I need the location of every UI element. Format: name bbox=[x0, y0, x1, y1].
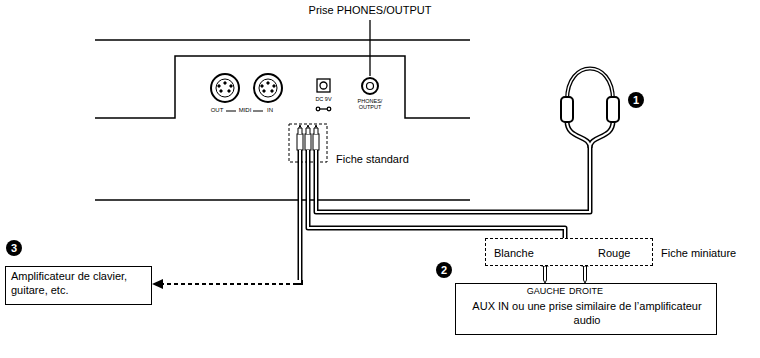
port-label: MIDI bbox=[239, 107, 252, 114]
callout-number: 2 bbox=[436, 262, 452, 278]
midi-in-socket bbox=[261, 85, 263, 87]
headphones bbox=[567, 69, 613, 101]
leader-line bbox=[369, 20, 370, 76]
midi-in-socket bbox=[254, 74, 282, 102]
callout-number: 3 bbox=[6, 240, 22, 256]
port-label: OUT bbox=[211, 107, 224, 114]
node-text: Blanche bbox=[494, 247, 534, 260]
mini-plug bbox=[544, 266, 547, 280]
mini-plug bbox=[584, 266, 587, 280]
midi-out-socket bbox=[211, 74, 239, 102]
midi-out-socket bbox=[228, 90, 230, 92]
leader-line bbox=[369, 20, 370, 76]
standard-plug bbox=[299, 125, 301, 128]
headphones bbox=[561, 69, 619, 123]
standard-plug bbox=[305, 134, 311, 150]
callout-number: 1 bbox=[628, 92, 644, 108]
standard-plug bbox=[307, 125, 309, 128]
phones-jack bbox=[362, 78, 378, 94]
midi-out-socket bbox=[218, 85, 220, 87]
keyboard-body bbox=[95, 40, 470, 200]
cable-core bbox=[590, 121, 613, 148]
standard-plug bbox=[313, 134, 319, 150]
jack-label: Prise PHONES/OUTPUT bbox=[309, 4, 432, 17]
node-text: DROITE bbox=[569, 286, 603, 296]
dc-jack bbox=[317, 79, 330, 92]
standard-plug bbox=[314, 128, 318, 134]
keyboard-body bbox=[95, 39, 470, 41]
midi-out-socket bbox=[220, 90, 222, 92]
node-text: AUX IN ou une prise similaire de l’ampli… bbox=[467, 300, 707, 328]
standard-plug bbox=[306, 128, 310, 134]
midi-out-socket bbox=[230, 85, 232, 87]
plug-label: Fiche standard bbox=[336, 153, 409, 166]
dc-jack bbox=[320, 82, 327, 89]
midi-out-socket bbox=[211, 74, 239, 102]
standard-plug bbox=[298, 128, 302, 134]
cable bbox=[567, 121, 590, 148]
node-text: Rouge bbox=[598, 247, 630, 260]
dc-jack bbox=[320, 108, 327, 109]
headphones bbox=[607, 97, 619, 122]
headphones bbox=[567, 69, 613, 101]
cable-core bbox=[316, 148, 590, 212]
port-label: IN bbox=[267, 107, 273, 114]
cable bbox=[590, 121, 613, 148]
midi-out-socket bbox=[224, 82, 226, 84]
standard-plug bbox=[315, 125, 317, 128]
midi-in-socket bbox=[267, 82, 269, 84]
node-text: Fiche miniature bbox=[661, 247, 736, 260]
amplifier-box: Amplificateur de clavier, guitare, etc. bbox=[5, 266, 152, 305]
phones-jack bbox=[362, 78, 378, 94]
port-label: DC 9V bbox=[315, 96, 331, 102]
midi-in-socket bbox=[273, 85, 275, 87]
dc-jack bbox=[316, 107, 320, 111]
port-label: PHONES/ OUTPUT bbox=[356, 98, 384, 110]
keyboard-body bbox=[95, 56, 470, 118]
standard-plug bbox=[297, 134, 303, 150]
audio-amp-box: GAUCHEDROITE AUX IN ou une prise similair… bbox=[455, 283, 717, 335]
midi-dash-lines bbox=[253, 111, 263, 112]
midi-dash-lines bbox=[226, 111, 236, 112]
node-text: Amplificateur de clavier, guitare, etc. bbox=[6, 267, 151, 301]
node-text: GAUCHE bbox=[527, 286, 566, 296]
midi-in-socket bbox=[263, 90, 265, 92]
midi-in-socket bbox=[254, 74, 282, 102]
cable bbox=[316, 148, 590, 212]
keyboard-body bbox=[95, 199, 470, 201]
dc-jack bbox=[327, 107, 331, 111]
cable bbox=[298, 150, 303, 280]
cable bbox=[308, 150, 565, 244]
phones-jack bbox=[367, 83, 374, 90]
mini-plug-group: BlancheRougeFiche miniature bbox=[485, 238, 653, 266]
dashed-arrow bbox=[152, 279, 163, 289]
cable-core bbox=[299, 150, 301, 280]
midi-in-socket bbox=[271, 90, 273, 92]
dashed-arrow bbox=[162, 283, 297, 285]
cable-core bbox=[567, 121, 590, 148]
midi-in-socket bbox=[259, 79, 277, 97]
midi-out-socket bbox=[216, 79, 234, 97]
dashed-arrow bbox=[297, 280, 302, 284]
dc-jack bbox=[316, 79, 331, 111]
cable-core bbox=[308, 150, 565, 244]
dashed-arrow bbox=[152, 279, 302, 289]
headphones bbox=[561, 97, 573, 122]
